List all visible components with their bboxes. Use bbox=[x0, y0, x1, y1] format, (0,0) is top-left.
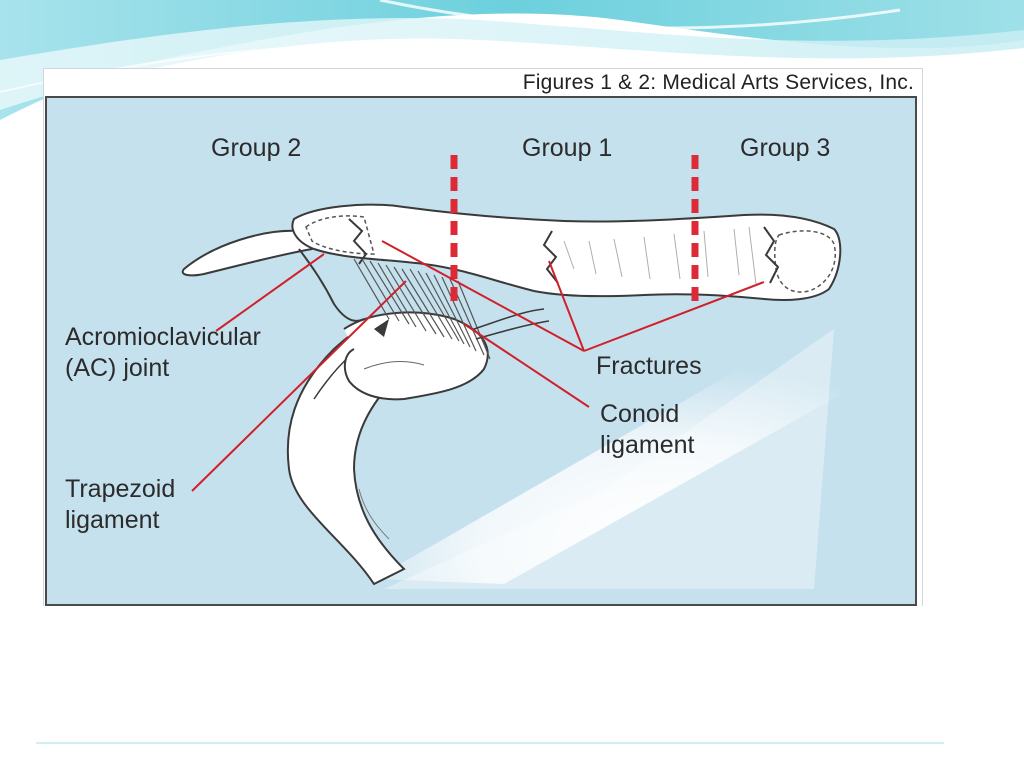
figure-credit: Figures 1 & 2: Medical Arts Services, In… bbox=[522, 71, 914, 94]
slide-text-area bbox=[36, 606, 944, 744]
leader-lines bbox=[191, 240, 765, 492]
ligaments bbox=[353, 258, 491, 360]
conoid-label-line2: ligament bbox=[600, 431, 695, 459]
fracture-medial bbox=[763, 226, 780, 284]
group-3-label: Group 3 bbox=[740, 134, 831, 162]
trapezoid-ligament-label: Trapezoid ligament bbox=[65, 474, 175, 536]
anatomy-figure: Figures 1 & 2: Medical Arts Services, In… bbox=[43, 68, 923, 608]
group-2-label: Group 2 bbox=[211, 134, 302, 162]
ac-joint-label: Acromioclavicular (AC) joint bbox=[65, 322, 261, 384]
ac-joint-label-line1: Acromioclavicular bbox=[65, 323, 261, 351]
clavicle-diagram bbox=[45, 96, 917, 606]
conoid-ligament-label: Conoid ligament bbox=[600, 399, 695, 461]
fracture-middle bbox=[542, 230, 559, 284]
light-beam bbox=[374, 309, 904, 584]
trapezoid-label-line2: ligament bbox=[65, 506, 160, 534]
fractures-label: Fractures bbox=[596, 352, 702, 380]
ac-joint-label-line2: (AC) joint bbox=[65, 354, 170, 382]
trapezoid-label-line1: Trapezoid bbox=[65, 475, 176, 503]
conoid-label-line1: Conoid bbox=[600, 400, 680, 428]
group-1-label: Group 1 bbox=[522, 134, 613, 162]
fracture-lateral bbox=[348, 218, 368, 265]
